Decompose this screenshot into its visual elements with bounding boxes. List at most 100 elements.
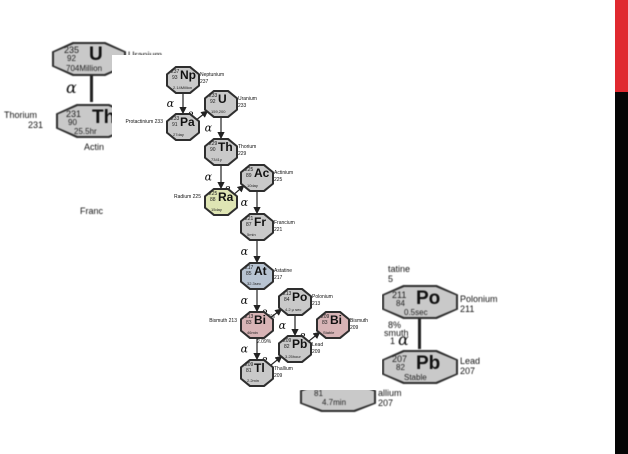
bg-alpha-label-right: α bbox=[398, 330, 409, 349]
nuclide-half-life: 10day bbox=[247, 183, 258, 188]
nuclide-atomic-number: 85 bbox=[246, 271, 252, 277]
nuclide-mass: 233 bbox=[209, 93, 218, 99]
nuclide-mass: 217 bbox=[245, 265, 254, 271]
alpha-label: α bbox=[279, 319, 287, 332]
alpha-label: α bbox=[241, 294, 249, 307]
nuclide-atomic-number: 83 bbox=[246, 320, 252, 326]
alpha-label: α bbox=[205, 122, 213, 135]
bg-uranium-symbol: U bbox=[89, 44, 103, 65]
bg-lead-node: 207 82 Pb Stable bbox=[382, 350, 458, 384]
nuclide-number: 217 bbox=[274, 275, 283, 281]
bg-thorium-mass: 231 bbox=[66, 109, 82, 119]
bg-astatine-partial: tatine bbox=[388, 264, 411, 274]
bg-lead-number: 207 bbox=[460, 366, 476, 376]
nuclide-name: Uranium bbox=[238, 96, 257, 102]
nuclide-number: 233 bbox=[238, 103, 247, 109]
nuclide-mass: 213 bbox=[283, 291, 292, 297]
nuclide-symbol: Ac bbox=[254, 166, 270, 180]
bg-percent: 8% bbox=[388, 320, 402, 330]
nuclide-mass: 209 bbox=[245, 362, 254, 368]
nuclide-number: 229 bbox=[238, 151, 247, 157]
nuclide-name: Neptunium bbox=[200, 72, 225, 78]
nuclide-symbol: Pa bbox=[180, 115, 195, 129]
nuclide-atomic-number: 91 bbox=[172, 122, 178, 128]
nuclide-label-pa: Protactinium 233 bbox=[125, 119, 163, 125]
bg-polonium-mass: 211 bbox=[392, 290, 407, 300]
alpha-label: α bbox=[167, 97, 175, 110]
nuclide-symbol: Bi bbox=[330, 313, 342, 327]
bg-thorium-half-life: 25.5hr bbox=[74, 127, 97, 136]
nuclide-symbol: Pb bbox=[292, 337, 308, 351]
nuclide-mass: 209 bbox=[321, 314, 330, 320]
edge-accent-red bbox=[615, 0, 628, 92]
bg-thallium-name: allium bbox=[378, 388, 402, 398]
bg-uranium-half-life: 704Million bbox=[66, 64, 103, 73]
decay-arrow-ra-ac bbox=[233, 184, 245, 196]
nuclide-name: Bismuth bbox=[350, 318, 369, 324]
nuclide-name: Astatine bbox=[274, 268, 293, 274]
nuclide-half-life: 2.2min bbox=[247, 378, 260, 383]
nuclide-number: 225 bbox=[274, 177, 283, 183]
branch-percent-label: 2.09% bbox=[257, 339, 272, 345]
nuclide-symbol: Ra bbox=[218, 190, 234, 204]
nuclide-label-bi213: Bismuth 213 bbox=[209, 318, 237, 324]
bg-thallium-number: 207 bbox=[378, 398, 394, 408]
bg-thallium-half-life: 4.7min bbox=[322, 398, 347, 407]
bg-lead-name: Lead bbox=[460, 356, 481, 366]
nuclide-half-life: 5min bbox=[247, 232, 256, 237]
alpha-label: α bbox=[241, 245, 249, 258]
nuclide-name: Actinium bbox=[274, 170, 294, 176]
bg-polonium-symbol: Po bbox=[416, 288, 441, 309]
bg-polonium-node: 211 84 Po 0.5sec bbox=[382, 285, 458, 319]
nuclide-atomic-number: 90 bbox=[210, 147, 216, 153]
nuclide-atomic-number: 93 bbox=[172, 75, 178, 81]
nuclide-mass: 233 bbox=[171, 116, 180, 122]
nuclide-atomic-number: 89 bbox=[246, 173, 252, 179]
nuclide-atomic-number: 83 bbox=[322, 320, 328, 326]
bg-lead-mass: 207 bbox=[392, 354, 408, 364]
nuclide-half-life: 27day bbox=[173, 132, 184, 137]
nuclide-mass: 237 bbox=[171, 69, 180, 75]
nuclide-number: 209 bbox=[312, 349, 321, 355]
nuclide-number: 221 bbox=[274, 227, 283, 233]
nuclide-name: Francium bbox=[274, 220, 295, 226]
nuclide-atomic-number: 82 bbox=[284, 344, 290, 350]
nuclide-label-ra: Radium 225 bbox=[174, 194, 201, 200]
nuclide-name: Lead bbox=[312, 342, 324, 348]
nuclide-half-life: 46min bbox=[247, 330, 258, 335]
nuclide-mass: 225 bbox=[245, 167, 254, 173]
decay-arrow-bi213-po bbox=[269, 308, 283, 319]
nuclide-name: Thorium bbox=[238, 144, 257, 150]
nuclide-atomic-number: 84 bbox=[284, 297, 290, 303]
nuclide-symbol: Th bbox=[218, 140, 233, 154]
nuclide-half-life: Stable bbox=[323, 330, 335, 335]
nuclide-mass: 229 bbox=[209, 141, 218, 147]
alpha-label: α bbox=[241, 343, 249, 356]
bg-polonium-name: Polonium bbox=[460, 294, 498, 304]
bg-alpha-arrow bbox=[90, 76, 93, 102]
nuclide-atomic-number: 81 bbox=[246, 368, 252, 374]
bg-polonium-half-life: 0.5sec bbox=[404, 308, 428, 317]
bg-uranium-z: 92 bbox=[67, 54, 76, 63]
nuclide-symbol: Bi bbox=[254, 313, 266, 327]
nuclide-half-life: 4.2 μ sec bbox=[285, 307, 302, 312]
bg-lead-half-life: Stable bbox=[404, 373, 427, 382]
bg-thorium-z: 90 bbox=[68, 118, 77, 127]
bg-thallium-z: 81 bbox=[314, 389, 323, 398]
nuclide-half-life: 32.3sec bbox=[247, 281, 262, 286]
